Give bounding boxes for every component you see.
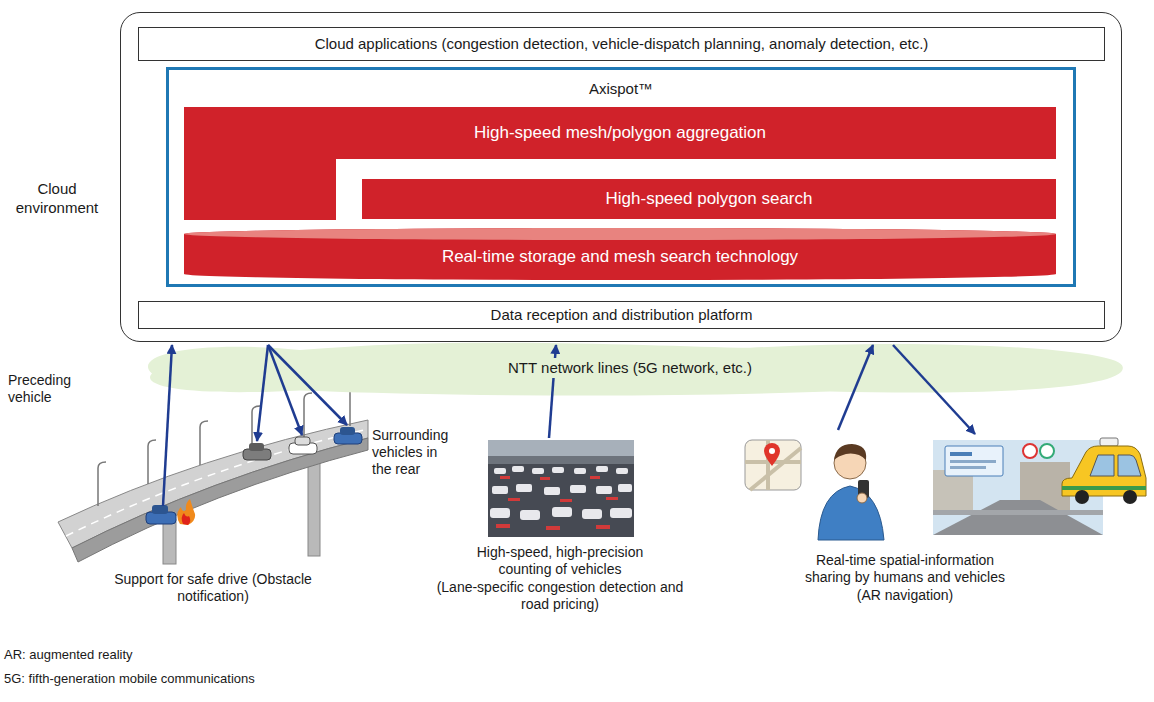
cylinder-top [184, 228, 1056, 240]
uplink-arrow [549, 345, 556, 438]
use-case-caption: Support for safe drive (Obstacle notific… [113, 571, 313, 605]
application-box: Cloud applications (congestion detection… [138, 27, 1105, 61]
uplink-arrow [838, 345, 873, 430]
network-cloud: NTT network lines (5G network, etc.) [130, 340, 1130, 396]
use-case-caption: High-speed, high-precision counting of v… [455, 544, 665, 578]
platform-frame: Axispot™ High-speed mesh/polygon aggregat… [166, 67, 1076, 287]
uplink-arrow [163, 345, 172, 506]
band-fill [184, 107, 1056, 220]
node-text: Cloud environment [7, 179, 107, 217]
abbreviation-note: AR: augmented reality [4, 647, 404, 663]
node-text: Real-time storage and mesh search techno… [442, 228, 798, 286]
label-slot: Support for safe drive (Obstacle notific… [113, 571, 313, 605]
label-slot: Preceding vehicle [8, 372, 92, 406]
search-band: High-speed polygon search [362, 179, 1056, 219]
node-text: Axispot™ [589, 79, 653, 98]
highway-illustration [58, 384, 368, 564]
downlink-arrow [268, 345, 302, 435]
node-text: Cloud applications (congestion detection… [315, 28, 929, 60]
label-slot: High-speed, high-precision counting of v… [455, 544, 665, 578]
taxi-illustration [1062, 438, 1146, 504]
downlink-arrow [257, 345, 268, 441]
vehicle-label: Surrounding vehicles in the rear [372, 427, 458, 478]
node-text: NTT network lines (5G network, etc.) [504, 358, 756, 378]
label-slot: Real-time spatial-information sharing by… [792, 552, 1018, 586]
label-slot: AR: augmented reality [4, 647, 404, 663]
use-case-note: (Lane-specific congestion detection and … [432, 579, 688, 613]
band-fill [362, 179, 1056, 219]
downlink-arrow [268, 345, 347, 425]
node-text: Data reception and distribution platform [491, 302, 753, 328]
traffic-photo [488, 440, 634, 537]
use-case-caption: Real-time spatial-information sharing by… [792, 552, 1018, 586]
label-slot: Surrounding vehicles in the rear [372, 427, 458, 478]
cloud-fill [148, 343, 1123, 396]
person-with-phone [818, 444, 884, 540]
node-text: High-speed mesh/polygon aggregation [474, 107, 766, 159]
cloud-environment-box: Cloud environmentCloud applications (con… [120, 12, 1122, 342]
storage-cylinder: Real-time storage and mesh search techno… [184, 228, 1056, 280]
use-case-note: (AR navigation) [792, 587, 1018, 604]
vehicle-label: Preceding vehicle [8, 372, 92, 406]
reception-box: Data reception and distribution platform [138, 301, 1105, 329]
node-text: High-speed polygon search [606, 179, 813, 219]
map-icon [745, 440, 801, 490]
label-slot: (Lane-specific congestion detection and … [432, 579, 688, 613]
abbreviation-note: 5G: fifth-generation mobile communicatio… [4, 671, 404, 687]
label-slot: (AR navigation) [792, 587, 1018, 604]
label-slot: 5G: fifth-generation mobile communicatio… [4, 671, 404, 687]
downlink-arrow [893, 345, 975, 434]
